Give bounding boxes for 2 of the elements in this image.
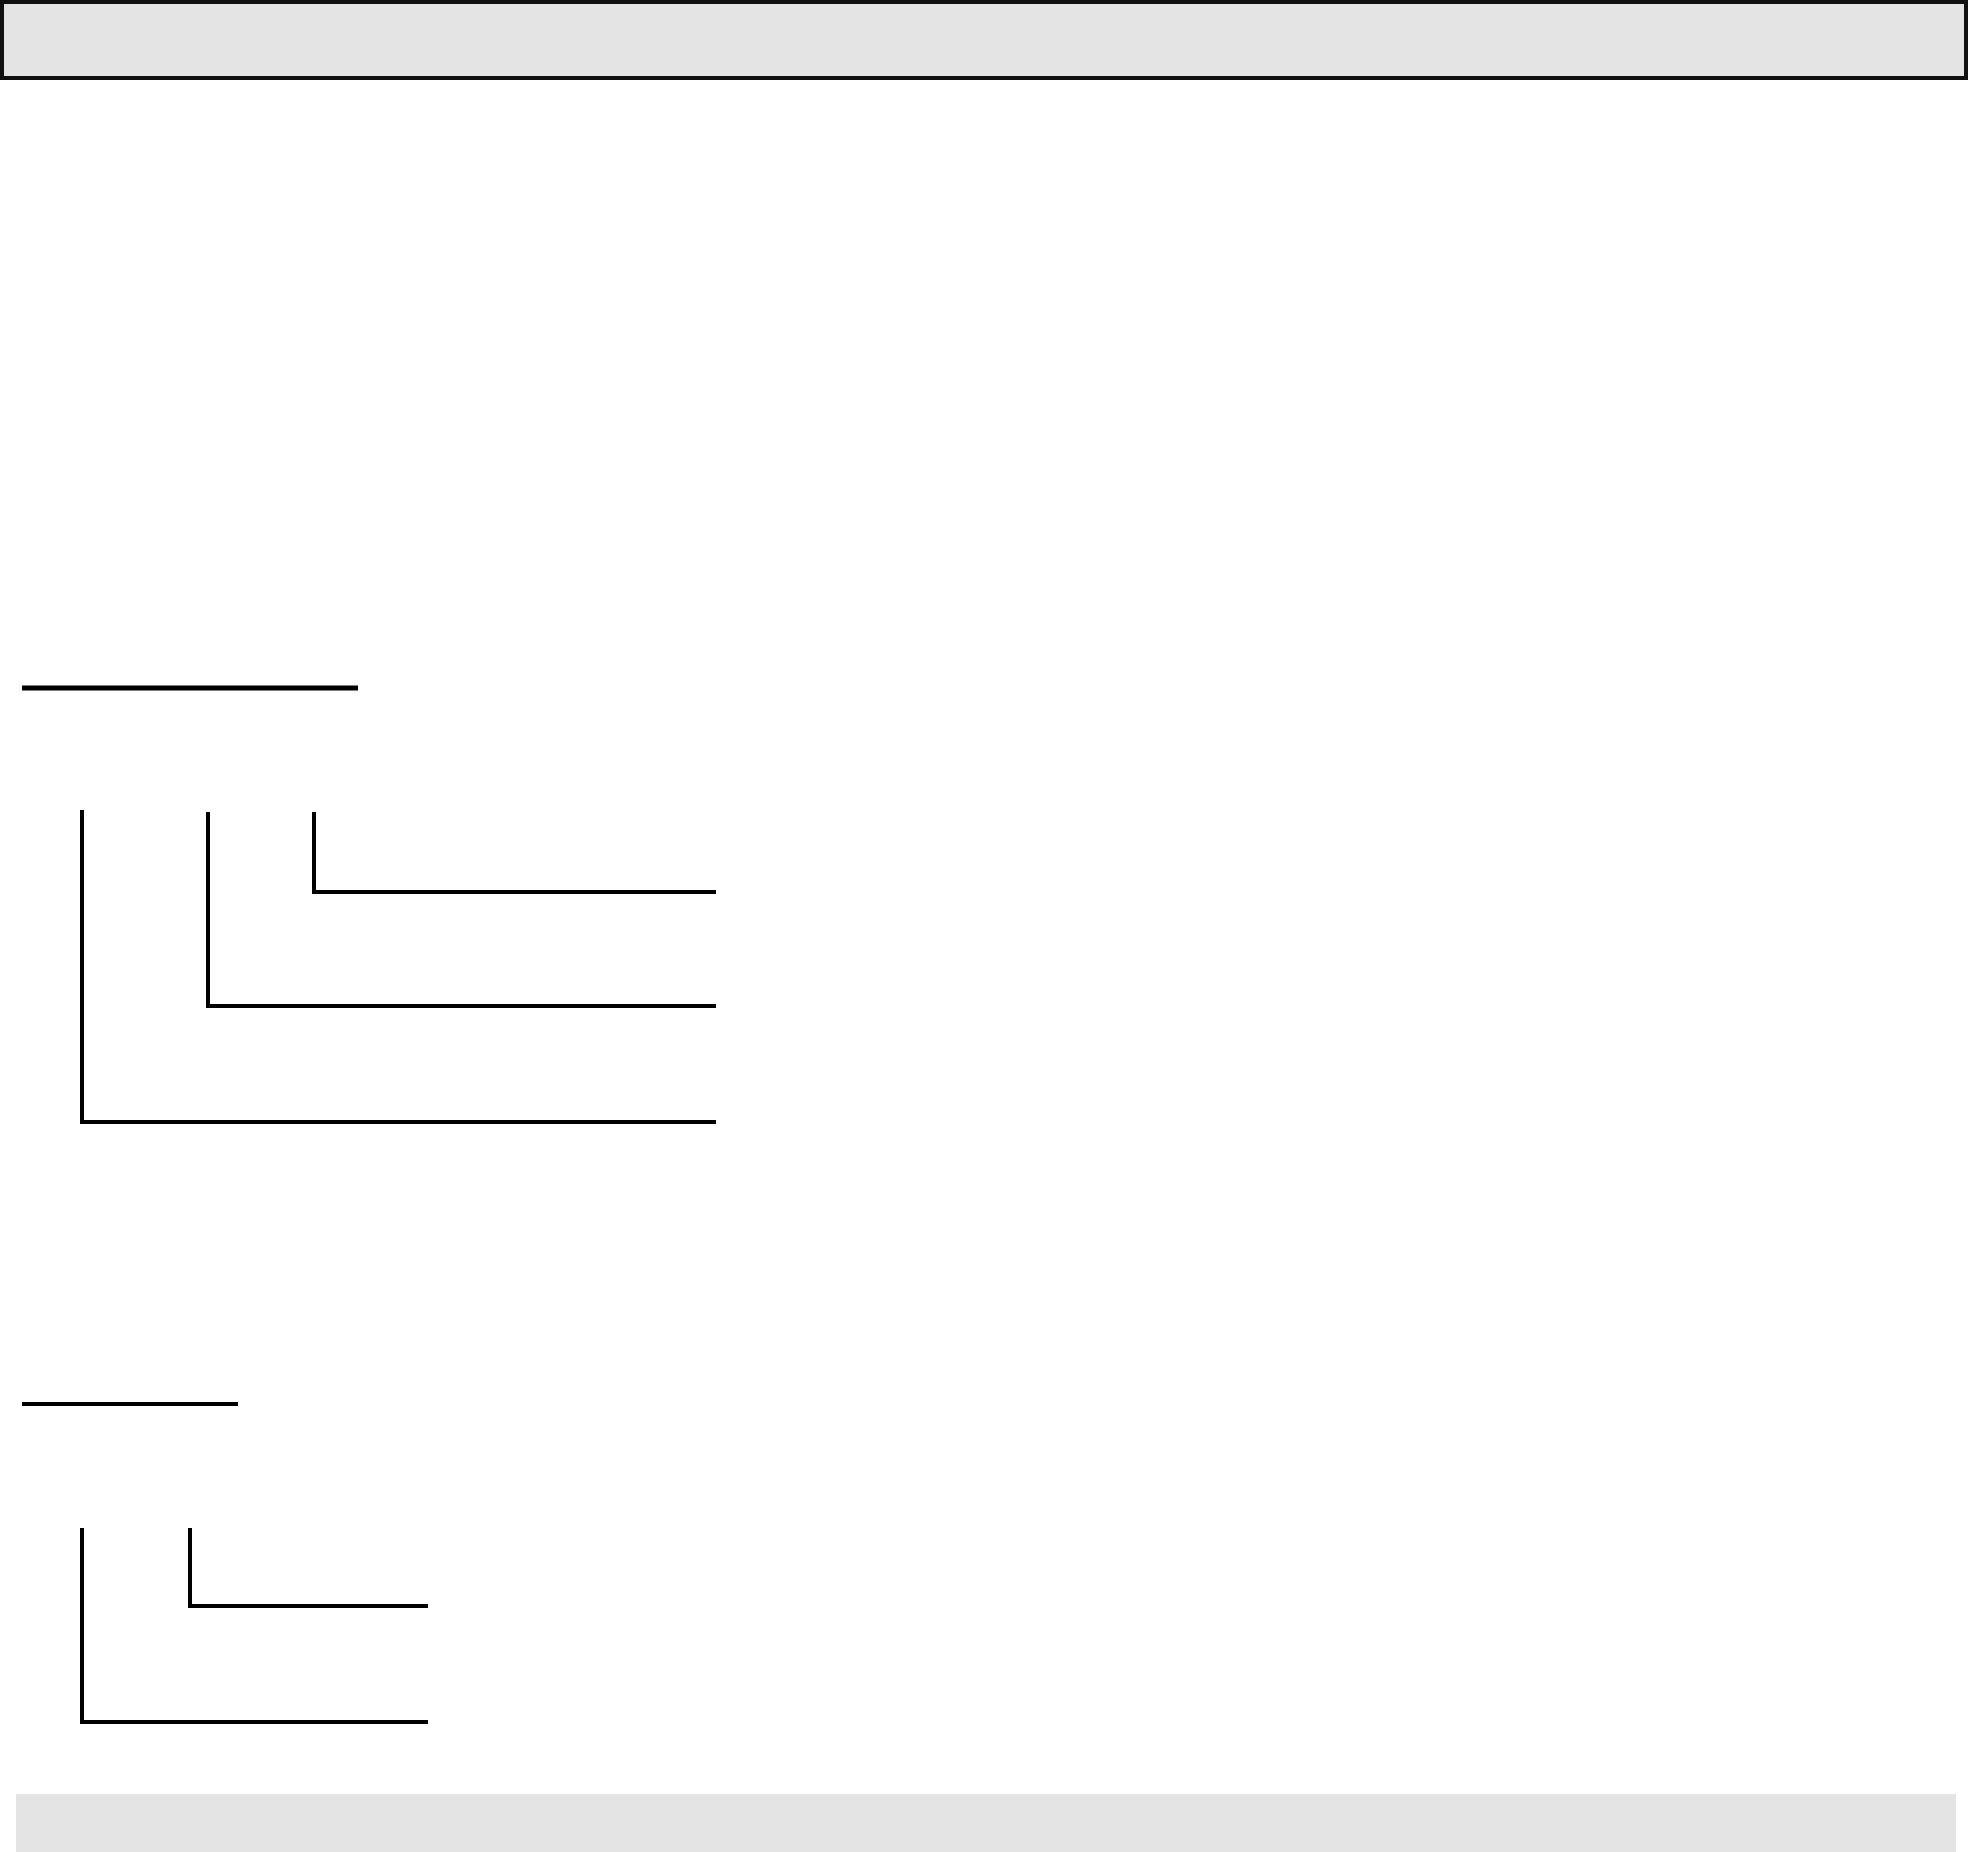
footer-bar xyxy=(16,1794,1956,1852)
header-bar xyxy=(0,0,1968,80)
